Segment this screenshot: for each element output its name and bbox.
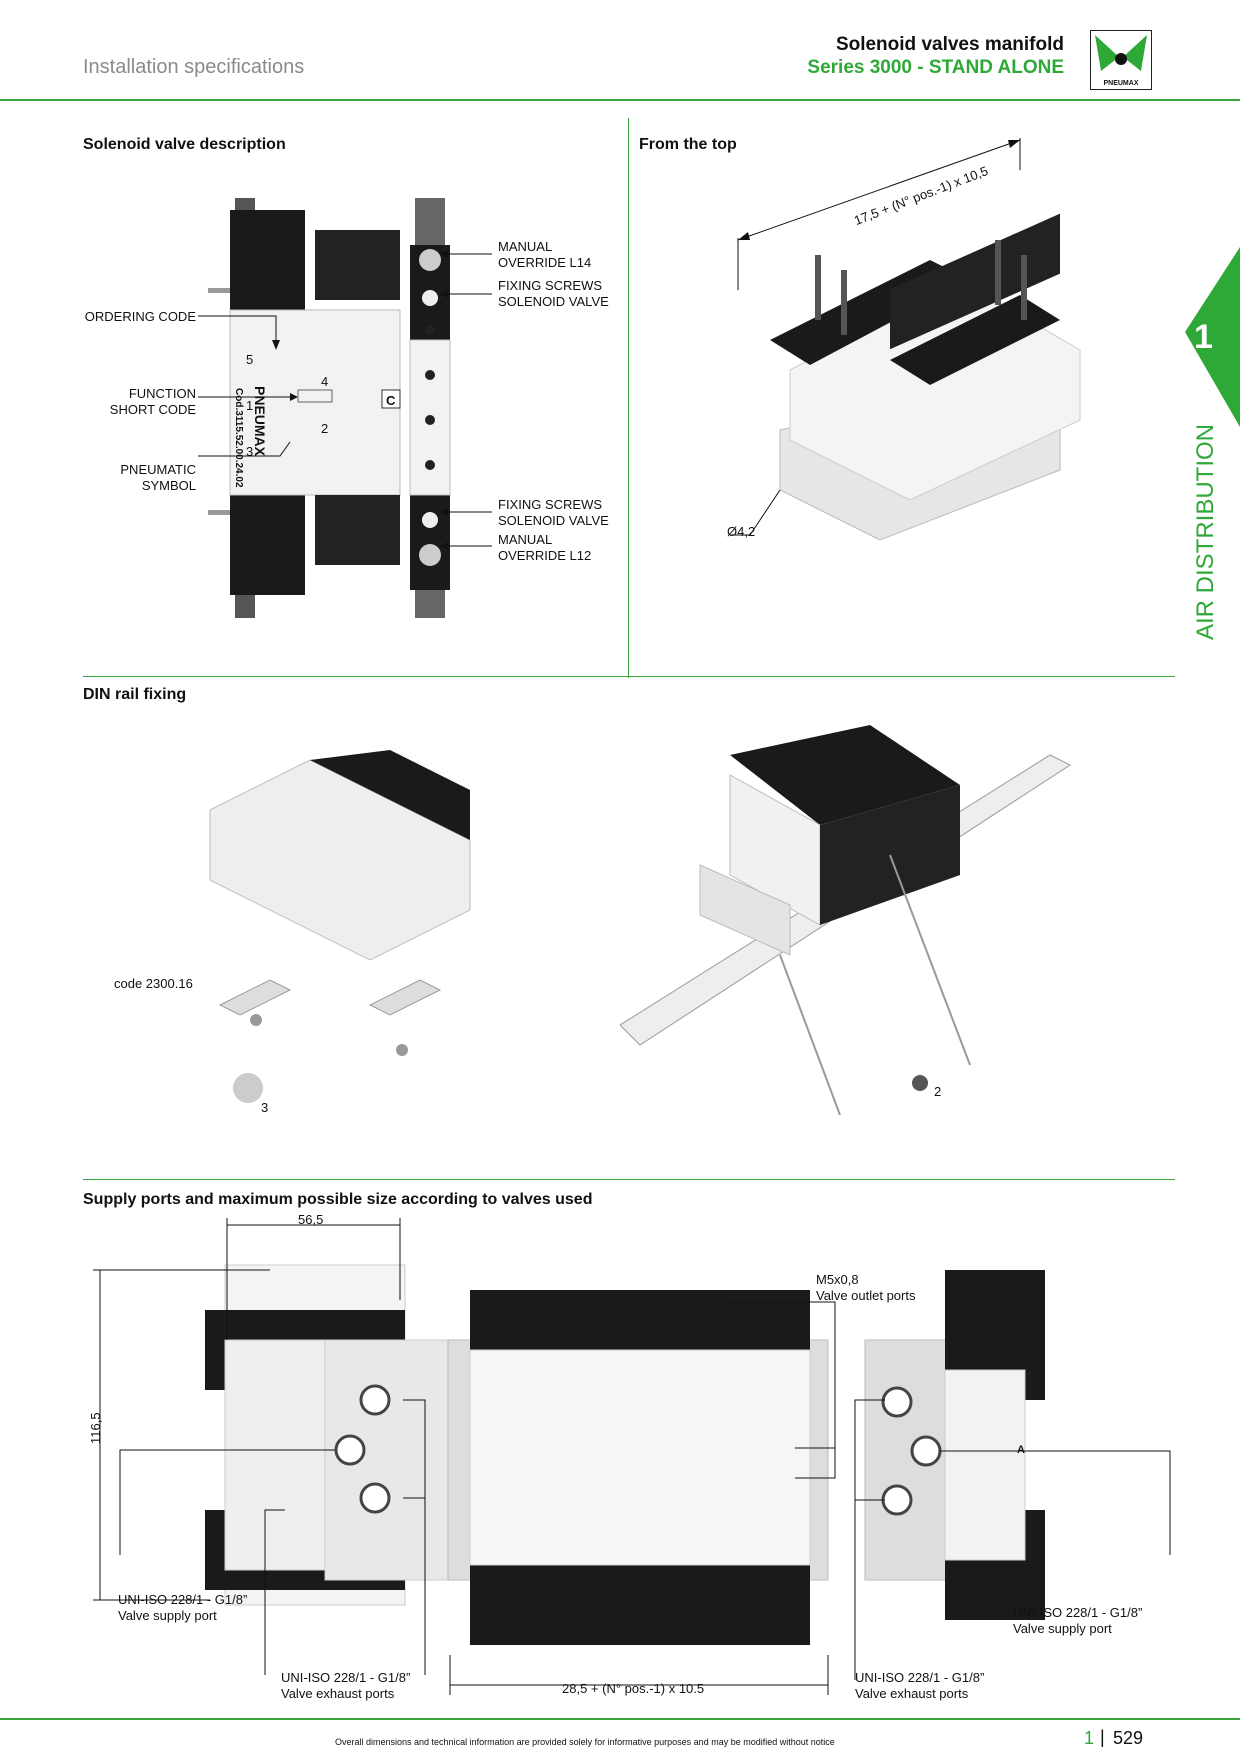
section-title-din: DIN rail fixing — [83, 686, 187, 703]
din-key-right: 2 — [934, 1084, 942, 1099]
label-fixing-bottom: FIXING SCREWS SOLENOID VALVE — [498, 497, 609, 528]
top-hole-diameter: Ø4,2 — [727, 524, 756, 539]
footer-note: Overall dimensions and technical informa… — [335, 1737, 835, 1747]
section-title-top: From the top — [639, 136, 737, 153]
footer-separator: | — [1100, 1727, 1105, 1747]
page-title: Solenoid valves manifold — [835, 34, 1064, 55]
page-subtitle: Series 3000 - STAND ALONE — [807, 57, 1064, 78]
port-5: 5 — [246, 352, 254, 367]
chapter-number: 1 — [1194, 318, 1213, 356]
exhaust-right-label: Valve exhaust ports — [855, 1686, 969, 1701]
section-title-description: Solenoid valve description — [83, 136, 286, 153]
footer-rule — [0, 1718, 1240, 1720]
valve-code: Cod.3115.52.00.24.02 — [233, 388, 244, 488]
supply-right-label: Valve supply port — [1013, 1621, 1112, 1636]
manifold-length: 28,5 + (N° pos.-1) x 10.5 — [562, 1681, 705, 1696]
page-number: 529 — [1113, 1728, 1144, 1748]
port-1: 1 — [246, 398, 254, 413]
chapter-tab — [1185, 247, 1240, 427]
label-fixing-top: FIXING SCREWS SOLENOID VALVE — [498, 278, 609, 309]
supply-width: 56,5 — [298, 1212, 324, 1227]
pneumax-logo: PNEUMAX — [1090, 30, 1152, 90]
label-ordering-code: ORDERING CODE — [84, 309, 196, 324]
supply-left-label: Valve supply port — [118, 1608, 217, 1623]
vertical-divider — [628, 118, 629, 678]
divider-supply — [83, 1179, 1175, 1180]
label-manual-l12: MANUAL OVERRIDE L12 — [498, 532, 592, 563]
exhaust-left-spec: UNI-ISO 228/1 - G1/8” — [281, 1670, 411, 1685]
chapter-label: AIR DISTRIBUTION — [1192, 423, 1219, 640]
label-function-code: FUNCTION SHORT CODE — [109, 386, 196, 417]
supply-left-spec: UNI-ISO 228/1 - G1/8” — [118, 1592, 248, 1607]
divider-din — [83, 676, 1175, 677]
supply-height: 116,5 — [88, 1412, 103, 1444]
din-rail-drawing — [620, 725, 1072, 1115]
valve-description-drawing — [198, 198, 492, 618]
function-letter: C — [386, 393, 396, 408]
port-3: 3 — [246, 444, 254, 459]
header-rule — [0, 99, 1240, 101]
manifold-top-drawing — [730, 138, 1081, 540]
din-underside-drawing — [209, 750, 471, 1103]
logo-text: PNEUMAX — [1103, 80, 1139, 87]
valve-brand: PNEUMAX — [252, 386, 268, 457]
supply-ports-drawing — [93, 1218, 1171, 1695]
port-4: 4 — [321, 374, 329, 389]
footer-chapter: 1 — [1084, 1728, 1095, 1748]
exhaust-right-spec: UNI-ISO 228/1 - G1/8” — [855, 1670, 985, 1685]
supply-right-spec: UNI-ISO 228/1 - G1/8” — [1013, 1605, 1143, 1620]
label-pneumatic-symbol: PNEUMATIC SYMBOL — [120, 462, 196, 493]
outlet-port-size: M5x0,8 — [816, 1272, 859, 1287]
exhaust-left-label: Valve exhaust ports — [281, 1686, 395, 1701]
section-name: Installation specifications — [83, 56, 305, 78]
outlet-port-label: Valve outlet ports — [816, 1288, 916, 1303]
din-key-left: 3 — [261, 1100, 269, 1115]
logo-mark-icon — [1095, 35, 1147, 71]
section-title-supply: Supply ports and maximum possible size a… — [83, 1191, 593, 1208]
port-2: 2 — [321, 421, 329, 436]
label-manual-l14: MANUAL OVERRIDE L14 — [498, 239, 592, 270]
din-clip-code: code 2300.16 — [114, 976, 193, 991]
right-valve-letter: A — [1017, 1444, 1025, 1456]
